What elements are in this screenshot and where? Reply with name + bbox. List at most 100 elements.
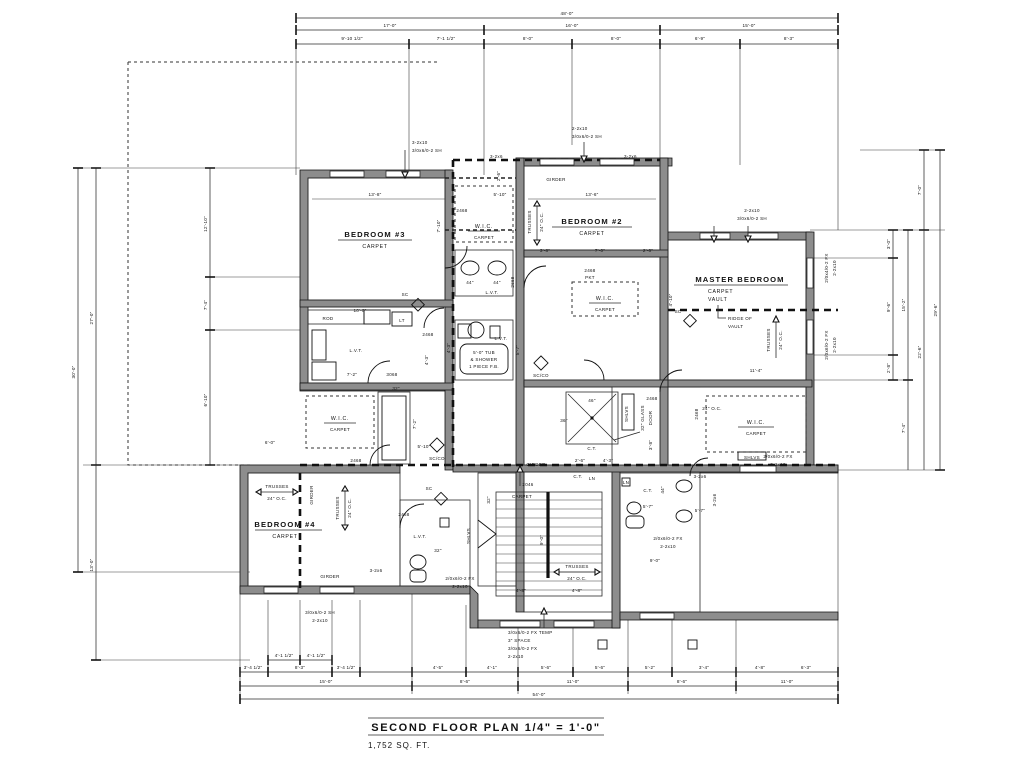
room-finish-wic-2: CARPET [595,307,615,312]
label-trusses-stair: TRUSSES [565,564,588,569]
room-finish-bedroom-4: CARPET [272,534,297,540]
callout-stair-door: 2046 [522,482,533,487]
label-stairs-carpet: CARPET [512,494,532,499]
label-trusses-bed2: TRUSSES [527,210,532,233]
callout-bed4-hdr: 3-2x6 [370,568,383,573]
label-ct-mb2: C.T. [643,488,652,493]
dim-stair-a: 4'-8" [516,588,526,593]
dim-hall-v: 5'-10" [418,444,431,449]
dim-bot-r2-0: 15'-0" [320,679,333,684]
sheet-title: SECOND FLOOR PLAN 1/4" = 1'-0" [371,722,600,734]
vanity-upper: 44" 44" L.V.T. 2668 [454,249,515,297]
dim-closet-v: 7'-2" [412,419,417,429]
dim-top-small: 2'-6" [496,171,501,181]
dim-bot-r2-3: 8'-6" [677,679,687,684]
top-dimension-chain: 48'-0" 17'-0" 16'-0" 15'-0" 9'-10 1/2" 7… [295,11,839,230]
callout-bot-4: 2-2x10 [508,654,524,659]
callout-master-topwin: 2-2x10 [744,208,760,213]
room-laundry: ROD LT L.V.T. 7'-2" 3068 2468 4'-3" [307,307,445,384]
dim-left-r2: 6'-10" [203,393,208,406]
dim-bot-r4-0: 4'-1 1/2" [275,653,294,658]
label-trusses-bed4r: TRUSSES [335,496,340,519]
dim-left-mid: 27'-0" [89,311,94,324]
dim-hallbath-d: 4'-3" [446,343,451,353]
sc-smoke-detector-bed3: SC [402,292,426,312]
callout-wic2-pkt: PKT [585,275,595,280]
room-bedroom-4: BEDROOM #4 CARPET TRUSSES 24" O.C. TRUSS… [254,484,449,623]
dim-stair-run: 9'-0" [539,535,544,545]
label-oc-bed4: 24" O.C. [267,496,287,501]
dim-left-r1: 7'-4" [203,300,208,310]
dim-master-w: 11'-4" [750,368,763,373]
dim-bot-r3-7: 5'-2" [645,665,655,670]
dim-bot-r3-1: 8'-3" [295,665,305,670]
room-master-bedroom: MASTER BEDROOM CARPET VAULT RIDGE OF VAU… [668,208,837,373]
label-shlvs-mb: SHLVS [624,406,629,422]
room-finish-wic-1: CARPET [474,235,494,240]
room-wic-right: W.I.C. CARPET SHLVS 2468 24" O.C. 2/0x6/… [694,395,807,467]
dim-powder: 32" [434,548,442,553]
dim-laundry: 7'-2" [347,372,357,377]
dim-bed2-b2: 7'-0" [595,248,605,253]
label-ct-shower: C.T. [587,446,596,451]
label-sc-bed4: SC [426,486,433,491]
dim-bot-r2-4: 11'-0" [781,679,794,684]
sc-smoke-detector-bed4: SC [426,486,449,506]
dim-top-r2-0: 17'-0" [384,23,397,28]
sc-smoke-detector-master: SC [675,309,698,328]
callout-mb-door: 2468 [646,396,657,401]
dim-mb-lower3: 5'-7" [695,508,706,513]
dim-bot-overall: 54'-0" [533,692,546,697]
dim-bot-r3-5: 5'-6" [541,665,551,670]
dim-top-r3-4: 6'-9" [695,36,705,41]
callout-wic3-door: 2468 [694,408,699,419]
room-label-master: MASTER BEDROOM [695,275,784,284]
label-ridge-of: RIDGE OF [728,316,752,321]
dim-bot-r3-9: 4'-8" [755,665,765,670]
dim-mb-c: 3'-8" [648,440,653,450]
truss-arrow-bed4-right: TRUSSES 24" O.C. [335,484,352,532]
dim-vanity-2: 44" [493,280,501,285]
dim-bed2-b1: 3'-8" [540,248,550,253]
label-lvt-hallbath: L.V.T. [495,336,508,341]
dim-right-70: 7'-0" [917,185,922,195]
callout-laundry-door2: 2468 [422,332,433,337]
label-girder-bed4: GIRDER [309,485,314,505]
dim-bed3-depth: 7'-10" [436,219,441,232]
dim-shower-1: 46" [588,398,596,403]
callout-bot-1: 3/0x6/0-2 FX TEMP [508,630,553,635]
callout-top-1: 3-2x10 [412,140,428,145]
dim-vanity-1: 44" [466,280,474,285]
bottom-dimension-chain: 3'-4 1/2" 8'-3" 3'-4 1/2" 4'-5" 4'-1" 5'… [239,470,839,704]
dim-mb-lower: 5'-7" [643,504,653,509]
dim-left-6-0: 6'-0" [265,440,275,445]
callout-wic1-door: 2468 [456,208,467,213]
label-oc-bed4r: 24" O.C. [347,498,352,518]
dim-hallbath-w: 5'-7" [515,345,520,355]
callout-top-5: 3-2x6 [490,154,503,159]
label-glass-door: 32" GLASS [640,405,645,431]
dim-right-inner: 15'-2" [901,298,906,311]
callout-laundry-door: 3068 [386,372,397,377]
callout-bed4-win2: 2-2x10 [312,618,328,623]
room-finish-wic-4: CARPET [330,427,350,432]
bottom-window-callouts: 3/0x6/0-2 FX TEMP 3" SPACE 3/0x6/0-2 FX … [508,630,553,659]
left-dimension-chain: 30'-0" 27'-0" 13'-0" 12'-10" 7'-4" 6'-10… [71,167,305,661]
dim-bed2-width: 13'-6" [586,192,599,197]
right-dimension-chain: 29'-6" 7'-0" 22'-6" 15'-2" 7'-4" 3'-0" 9… [700,149,945,471]
stairs: CARPET 9'-0" TRUSSES 24" O.C. 4'-8" 4'-8… [466,482,603,597]
label-sc-master: SC [675,309,682,314]
callout-master-hdr1: 2-2x10 [832,260,837,276]
callout-master-win2: 2/0x6/0-2 FX [824,330,829,359]
callout-wic3-hdr: 2-2x10 [770,462,786,467]
label-oc-stair: 24" O.C. [567,576,587,581]
label-ridge-vault: VAULT [728,324,743,329]
room-finish-bedroom-2: CARPET [579,231,604,237]
dim-right-r2: 9'-6" [886,302,891,312]
callout-wic4-door: 2468 [350,458,361,463]
room-label-wic-3: W.I.C. [747,420,765,426]
room-finish2-master: VAULT [708,297,728,303]
callout-bed4-win: 3/0x6/0-2 SH [305,610,335,615]
callout-master-hdr2: 2-2x10 [832,337,837,353]
